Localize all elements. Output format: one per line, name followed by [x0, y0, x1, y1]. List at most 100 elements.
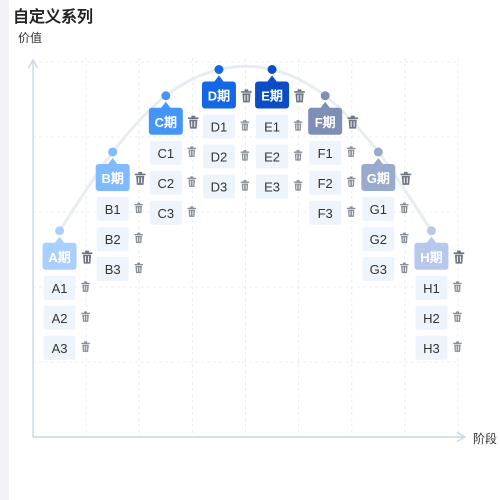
x-axis-label: 阶段 — [473, 431, 497, 446]
item-box[interactable] — [256, 114, 289, 139]
phase-label: A期 — [48, 250, 70, 265]
phase-label-pointer — [54, 236, 65, 244]
trash-icon[interactable] — [187, 206, 197, 217]
trash-icon[interactable] — [81, 341, 90, 352]
phase-dot — [320, 91, 330, 101]
trash-icon[interactable] — [81, 250, 93, 264]
item-label: F3 — [318, 206, 333, 221]
item-box[interactable] — [96, 227, 129, 251]
trash-icon[interactable] — [346, 176, 356, 187]
item-box[interactable] — [309, 140, 342, 165]
phase-dot — [214, 65, 224, 74]
phase-label-pointer — [373, 158, 384, 165]
phase-label-pointer — [213, 75, 224, 82]
item-box[interactable] — [149, 200, 182, 225]
trash-icon[interactable] — [187, 146, 197, 157]
item-box[interactable] — [149, 170, 182, 195]
trash-icon[interactable] — [241, 89, 252, 103]
item-label: D3 — [211, 180, 228, 195]
item-box[interactable] — [362, 197, 395, 221]
trash-icon[interactable] — [240, 150, 250, 161]
phase-label-pointer — [267, 75, 278, 82]
item-label: B2 — [105, 232, 121, 247]
y-axis-label: 价值 — [18, 30, 42, 45]
item-box[interactable] — [362, 227, 395, 251]
phase-label: F期 — [315, 115, 336, 130]
trash-icon[interactable] — [453, 281, 462, 292]
trash-icon[interactable] — [453, 341, 462, 352]
item-label: H1 — [423, 281, 440, 296]
trash-icon[interactable] — [187, 115, 199, 129]
axes — [27, 58, 467, 443]
item-box[interactable] — [415, 305, 448, 330]
trash-icon[interactable] — [294, 89, 305, 103]
item-label: E1 — [264, 120, 280, 135]
phase-label: E期 — [261, 89, 283, 104]
trash-icon[interactable] — [187, 176, 197, 187]
item-label: F2 — [318, 176, 333, 191]
item-box[interactable] — [149, 140, 182, 165]
trash-icon[interactable] — [240, 120, 250, 131]
left-panel-edge — [0, 0, 9, 500]
item-box[interactable] — [415, 335, 448, 360]
item-box[interactable] — [96, 197, 129, 221]
phase-label-box — [361, 164, 396, 191]
item-box[interactable] — [43, 335, 76, 360]
item-label: E2 — [264, 150, 280, 165]
item-box[interactable] — [256, 144, 289, 169]
phase-label: B期 — [101, 171, 123, 186]
item-label: G1 — [370, 202, 387, 217]
item-box[interactable] — [362, 257, 395, 281]
item-label: D1 — [211, 120, 228, 135]
item-box[interactable] — [309, 200, 342, 225]
item-box[interactable] — [202, 144, 235, 169]
trash-icon[interactable] — [293, 120, 303, 131]
trash-icon[interactable] — [400, 171, 412, 185]
item-box[interactable] — [43, 275, 76, 300]
item-label: G3 — [370, 262, 387, 277]
phase-dot — [426, 226, 436, 236]
item-label: A3 — [52, 341, 68, 356]
phase-label-box — [414, 242, 449, 270]
chart-title: 自定义系列 — [13, 9, 94, 26]
item-box[interactable] — [202, 114, 235, 139]
trash-icon[interactable] — [400, 262, 409, 274]
phase-dot — [161, 91, 171, 101]
item-label: C2 — [158, 176, 175, 191]
trash-icon[interactable] — [81, 311, 90, 322]
item-box[interactable] — [96, 257, 129, 281]
phase-label-box — [255, 81, 290, 109]
phase-label-box — [201, 81, 236, 109]
item-box[interactable] — [309, 170, 342, 195]
trash-icon[interactable] — [453, 311, 462, 322]
trash-icon[interactable] — [453, 250, 465, 264]
item-box[interactable] — [202, 174, 235, 199]
item-box[interactable] — [256, 174, 289, 199]
phase-label-pointer — [426, 236, 437, 244]
trash-icon[interactable] — [346, 146, 356, 157]
trash-icon[interactable] — [134, 171, 146, 185]
trash-icon[interactable] — [81, 281, 90, 292]
trash-icon[interactable] — [400, 232, 409, 244]
trash-icon[interactable] — [240, 180, 250, 191]
item-label: F1 — [318, 146, 333, 161]
trash-icon[interactable] — [134, 232, 143, 244]
item-box[interactable] — [415, 275, 448, 300]
trash-icon[interactable] — [293, 180, 303, 191]
phase-label-box — [308, 107, 343, 135]
phase-series: A期A1A2A3B期B1B2B3C期C1C2C3D期D1D2D3E期E1E2E3… — [42, 65, 465, 360]
trash-icon[interactable] — [346, 206, 356, 217]
item-box[interactable] — [43, 305, 76, 330]
item-label: A1 — [52, 281, 68, 296]
trash-icon[interactable] — [293, 150, 303, 161]
trash-icon[interactable] — [134, 262, 143, 274]
phase-label-pointer — [160, 101, 171, 109]
item-label: D2 — [211, 150, 228, 165]
phase-label: G期 — [367, 171, 390, 186]
phase-label-pointer — [320, 101, 331, 109]
item-label: B3 — [105, 262, 121, 277]
